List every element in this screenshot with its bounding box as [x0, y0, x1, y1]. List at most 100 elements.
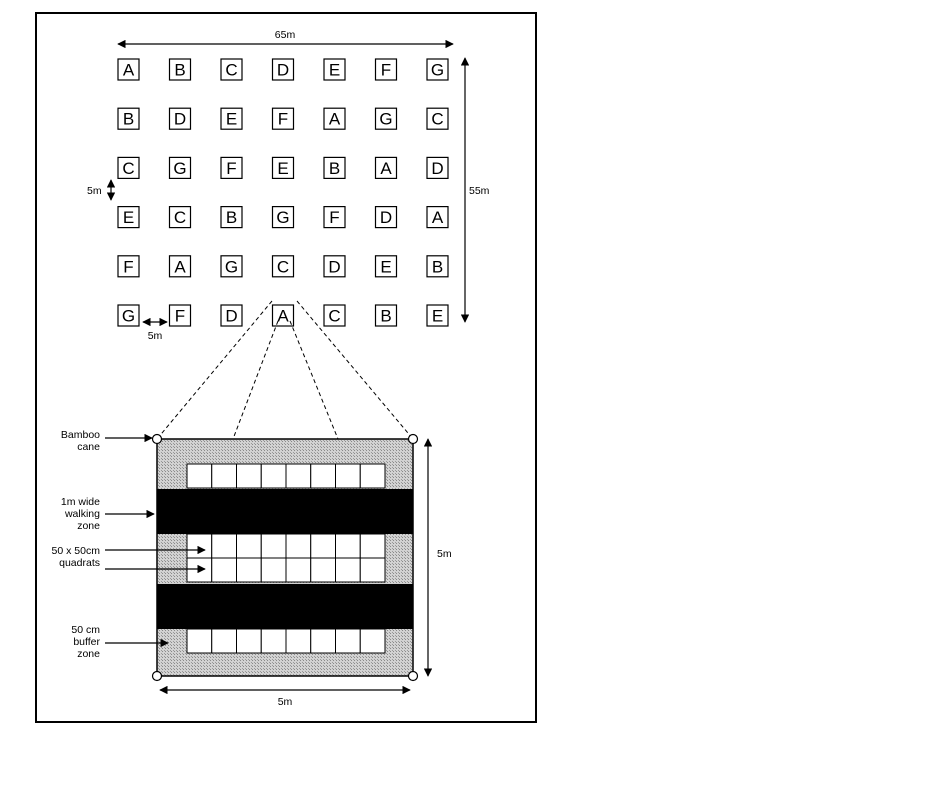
grid-cell: B: [168, 58, 192, 81]
grid-cell: D: [220, 304, 243, 327]
grid-cell-letter: E: [380, 257, 391, 276]
grid-cell-box: [426, 255, 449, 278]
bamboo-cane-marker: [151, 670, 163, 682]
row-gap-label: 5m: [87, 185, 102, 197]
quadrat: [211, 533, 237, 559]
quadrat: [310, 557, 336, 583]
grid-cell-letter: A: [432, 208, 444, 227]
quadrat: [285, 557, 312, 583]
grid-cell-letter: B: [226, 208, 237, 227]
grid-cell: G: [374, 107, 398, 130]
grid-cell: D: [426, 156, 449, 179]
grid-cell-box: [374, 156, 398, 179]
svg-text:zone: zone: [77, 520, 100, 532]
grid-cell-letter: E: [277, 159, 288, 178]
svg-text:cane: cane: [77, 441, 100, 453]
grid-cell-box: [323, 255, 346, 278]
grid-cell: B: [426, 255, 449, 278]
grid-cell-letter: B: [123, 110, 134, 129]
grid-cell: C: [168, 206, 192, 229]
grid-cell-letter: G: [122, 307, 135, 326]
quadrat: [285, 533, 312, 559]
svg-text:50 x 50cm: 50 x 50cm: [52, 545, 101, 557]
grid-cell-box: [271, 304, 295, 327]
grid-cell-letter: D: [225, 307, 237, 326]
grid-cell: G: [220, 255, 243, 278]
grid-cell: C: [323, 304, 346, 327]
grid-cell-letter: D: [277, 61, 289, 80]
grid-cell: E: [117, 206, 140, 229]
quadrat: [335, 463, 361, 489]
svg-text:50 cm: 50 cm: [71, 624, 100, 636]
plot-height-label: 5m: [437, 548, 452, 560]
grid-cell-box: [323, 206, 346, 229]
quadrat: [310, 628, 336, 654]
grid-cell: G: [426, 58, 449, 81]
quadrat: [260, 557, 287, 583]
grid-cell-box: [117, 58, 140, 81]
grid-cell-letter: C: [225, 61, 237, 80]
grid-cell-box: [374, 58, 398, 81]
grid-cell: E: [374, 255, 398, 278]
grid-cell: B: [323, 156, 346, 179]
grid-cell-box: [220, 206, 243, 229]
grid-cell-box: [168, 206, 192, 229]
quadrat: [359, 463, 386, 489]
grid-cell-letter: A: [277, 307, 289, 326]
grid-cell-box: [220, 255, 243, 278]
quadrat: [310, 533, 336, 559]
grid-cell-letter: E: [123, 208, 134, 227]
grid-cell: G: [168, 156, 192, 179]
grid-cell-box: [426, 58, 449, 81]
grid-cell-box: [323, 156, 346, 179]
quadrat: [211, 463, 237, 489]
plot-detail: [151, 433, 419, 682]
walking-zone-upper: [157, 489, 413, 534]
grid-cell: D: [168, 107, 192, 130]
grid-cell-box: [323, 304, 346, 327]
grid-cell-box: [220, 304, 243, 327]
grid-cell-letter: F: [381, 61, 391, 80]
grid-cell-box: [426, 304, 449, 327]
grid-cell-letter: G: [379, 110, 392, 129]
grid-cell-letter: D: [328, 257, 340, 276]
grid-cell: G: [117, 304, 140, 327]
grid-cell-letter: C: [328, 307, 340, 326]
grid-cell: E: [426, 304, 449, 327]
quadrat: [335, 533, 361, 559]
grid-cell-box: [271, 107, 295, 130]
bamboo-cane-marker: [151, 433, 163, 445]
grid-cell: A: [117, 58, 140, 81]
quadrat: [260, 533, 287, 559]
walking-zone-label: 1m wide walking zone: [61, 496, 100, 532]
grid-cell-letter: B: [432, 257, 443, 276]
grid-cell-letter: G: [173, 159, 186, 178]
svg-text:quadrats: quadrats: [59, 557, 100, 569]
grid-cell-box: [271, 206, 295, 229]
grid-cell-box: [426, 107, 449, 130]
grid-cell-letter: C: [122, 159, 134, 178]
grid-cell: A: [426, 206, 449, 229]
grid-cell-box: [323, 107, 346, 130]
quadrat: [236, 557, 262, 583]
walking-zone-lower: [157, 584, 413, 629]
figure-frame: [35, 12, 537, 723]
grid-cell: A: [271, 304, 295, 327]
quadrat: [310, 463, 336, 489]
grid-cell-box: [426, 206, 449, 229]
quadrat: [236, 533, 262, 559]
grid-cell-letter: A: [329, 110, 341, 129]
grid-cell-letter: D: [380, 208, 392, 227]
svg-text:zone: zone: [77, 648, 100, 660]
grid-cell-letter: D: [431, 159, 443, 178]
grid-cell-box: [374, 206, 398, 229]
grid-cell-box: [220, 107, 243, 130]
quadrat: [186, 533, 213, 559]
grid-cell-box: [117, 304, 140, 327]
grid-cell-box: [426, 156, 449, 179]
grid-cell-box: [168, 304, 192, 327]
grid-cell: B: [117, 107, 140, 130]
grid-cell-letter: F: [278, 110, 288, 129]
grid-cell-letter: C: [277, 257, 289, 276]
